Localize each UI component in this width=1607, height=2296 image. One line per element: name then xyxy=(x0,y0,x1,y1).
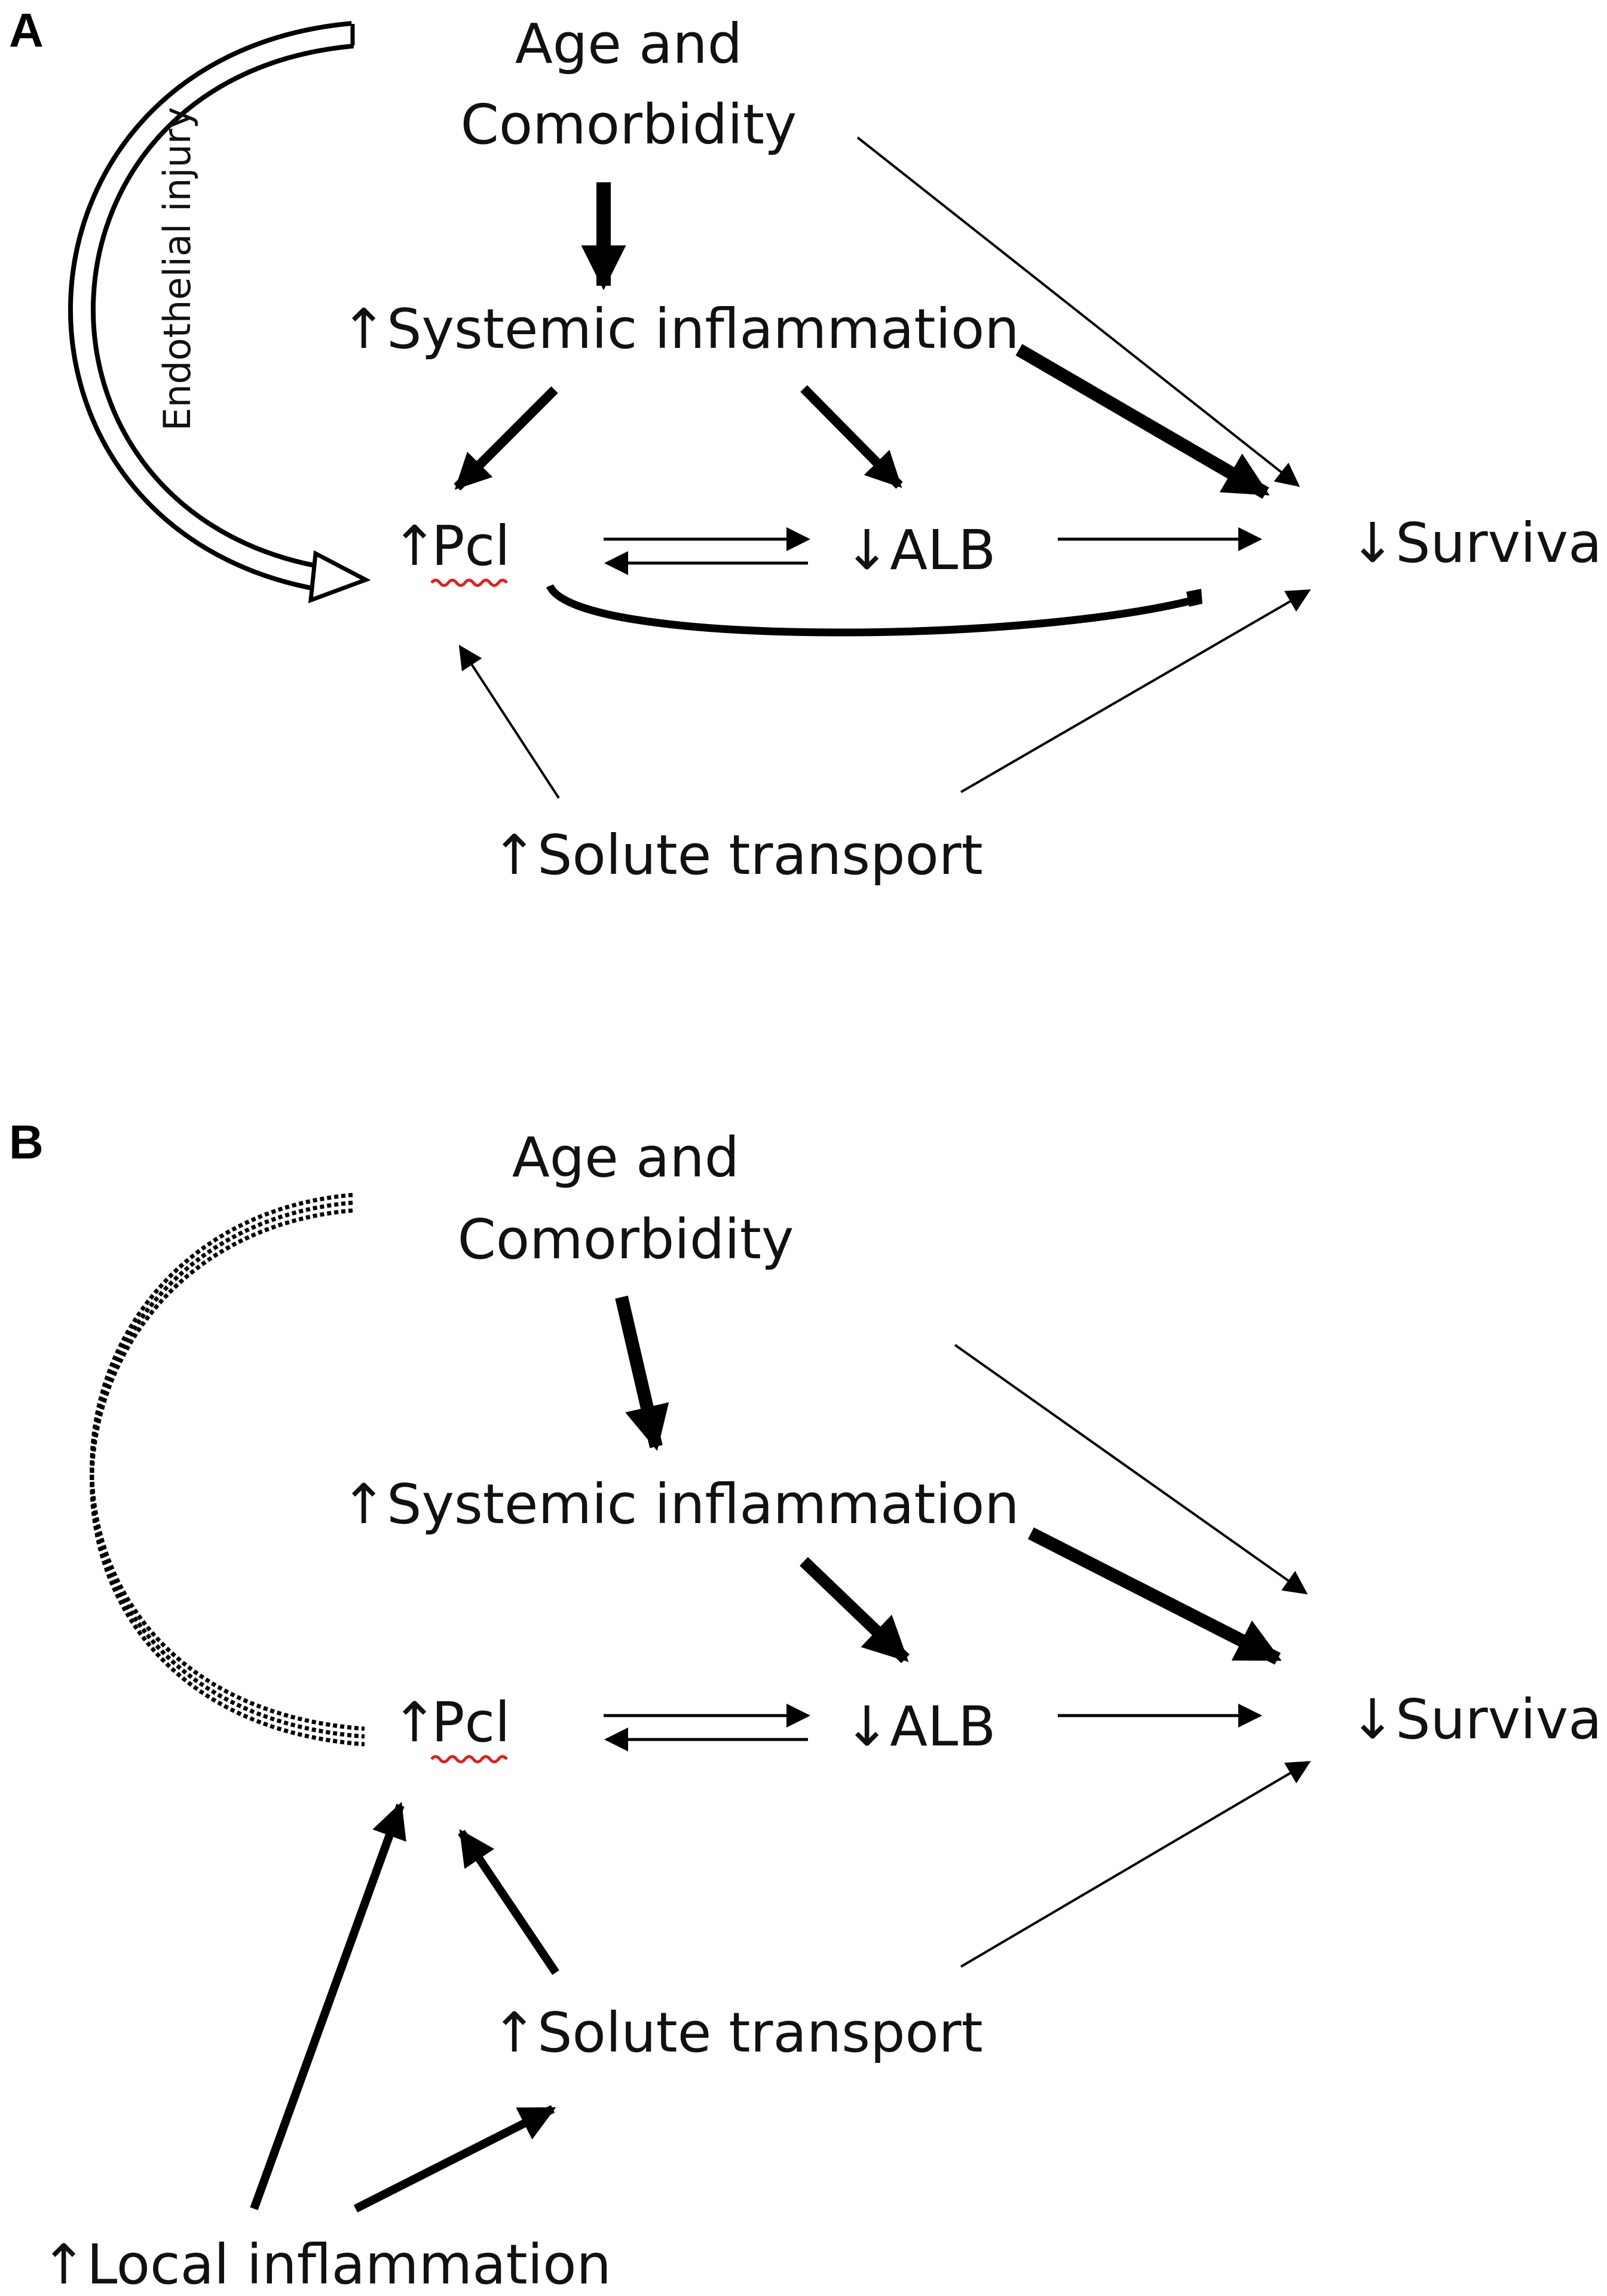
arc-pcl-to-survival xyxy=(546,583,1199,637)
node-pcl-arrow-b: ↑ xyxy=(391,1690,437,1754)
arrow-local-to-solute xyxy=(353,2105,556,2213)
arrow-systemic-to-survival xyxy=(1015,344,1270,499)
node-alb: ↓ALB xyxy=(844,518,996,582)
arrow-age-to-survival xyxy=(856,136,1300,487)
arrow-age-to-systemic-b xyxy=(615,1295,669,1451)
arrow-solute-to-pcl xyxy=(458,644,560,799)
arc-end-cap xyxy=(1186,589,1202,607)
endothelial-injury-label: Endothelial injury xyxy=(155,107,199,431)
arrow-systemic-to-pcl xyxy=(454,386,558,491)
node-systemic-inflammation: ↑Systemic inflammation xyxy=(341,297,1020,361)
node-alb-b: ↓ALB xyxy=(844,1695,996,1759)
arrow-age-to-survival-b xyxy=(954,1344,1308,1595)
arrow-solute-to-pcl-b xyxy=(458,1829,559,1975)
panel-label-a: A xyxy=(9,4,44,57)
panel-a: A Endothelial injury Age and Comorbidity… xyxy=(9,4,1607,887)
node-age: Age and xyxy=(515,12,742,76)
node-solute-transport: ↑Solute transport xyxy=(491,823,983,887)
dotted-endothelial-curve xyxy=(90,1193,365,1747)
endothelial-injury-curve xyxy=(68,21,371,604)
arrow-systemic-to-survival-b xyxy=(1028,1527,1282,1665)
node-local-inflammation: ↑Local inflammation xyxy=(41,2233,611,2296)
arrow-solute-to-survival xyxy=(960,589,1311,793)
node-systemic-inflammation-b: ↑Systemic inflammation xyxy=(341,1472,1020,1536)
arrow-solute-to-survival-b xyxy=(960,1760,1311,1968)
node-pcl-b: Pcl xyxy=(431,1690,510,1754)
panel-label-b: B xyxy=(9,1115,44,1169)
node-comorbidity-b: Comorbidity xyxy=(458,1207,794,1271)
node-age-b: Age and xyxy=(512,1126,739,1190)
node-survival-b: ↓Survival xyxy=(1349,1687,1607,1751)
node-solute-transport-b: ↑Solute transport xyxy=(491,2001,983,2065)
panel-b: B Age and Comorbidity ↑Systemic inflamma… xyxy=(9,1115,1607,2296)
arrow-systemic-to-alb xyxy=(800,385,903,489)
node-pcl-arrow: ↑ xyxy=(391,514,437,578)
node-pcl: Pcl xyxy=(431,514,510,578)
node-comorbidity: Comorbidity xyxy=(461,93,797,157)
arrow-local-to-pcl xyxy=(250,1802,406,2211)
spellcheck-underline xyxy=(430,579,508,587)
arrow-systemic-to-alb-b xyxy=(800,1557,910,1664)
node-survival: ↓Survival xyxy=(1349,511,1607,575)
spellcheck-underline-b xyxy=(430,1755,508,1763)
